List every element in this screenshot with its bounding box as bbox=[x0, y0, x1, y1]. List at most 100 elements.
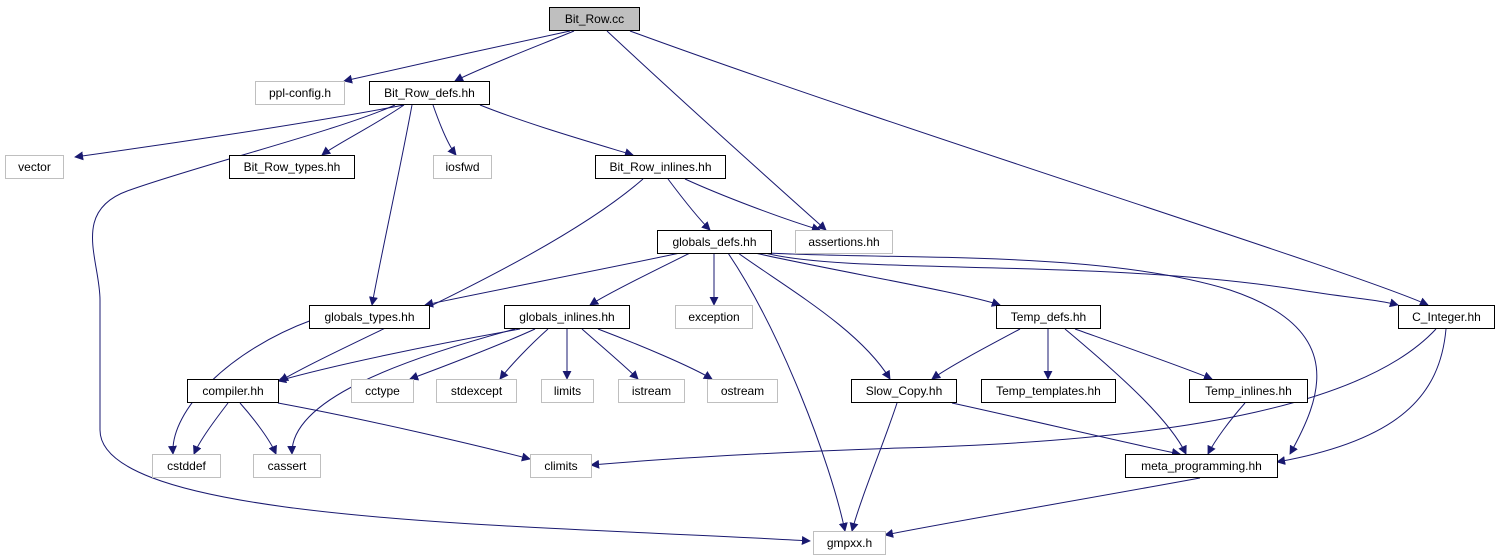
node-box bbox=[229, 155, 355, 179]
node-box bbox=[549, 7, 640, 31]
node-box bbox=[504, 305, 630, 329]
node-stdexcept: stdexcept bbox=[436, 379, 517, 403]
edge-bit-row-defs-hh-to-bit-row-inlines-hh bbox=[479, 104, 634, 157]
edge-c-integer-hh-to-meta-programming-hh bbox=[1276, 328, 1447, 466]
node-label: vector bbox=[18, 160, 51, 174]
node-temp-defs-hh[interactable]: Temp_defs.hh bbox=[996, 305, 1101, 329]
node-label: limits bbox=[554, 384, 581, 398]
node-label: Slow_Copy.hh bbox=[866, 384, 943, 398]
edge-bit-row-cc-to-c-integer-hh bbox=[629, 30, 1429, 306]
node-bit-row-inlines-hh[interactable]: Bit_Row_inlines.hh bbox=[595, 155, 726, 179]
edge-compiler-hh-to-climits bbox=[277, 402, 531, 462]
node-meta-programming-hh[interactable]: meta_programming.hh bbox=[1125, 454, 1278, 478]
node-box bbox=[618, 379, 685, 403]
edge-globals-inlines-hh-to-istream bbox=[581, 328, 639, 380]
edge-compiler-hh-to-cstddef bbox=[193, 402, 229, 455]
node-climits: climits bbox=[530, 454, 592, 478]
edges-layer bbox=[74, 30, 1447, 545]
node-label: cctype bbox=[365, 384, 400, 398]
node-c-integer-hh[interactable]: C_Integer.hh bbox=[1398, 305, 1495, 329]
node-vector: vector bbox=[5, 155, 64, 179]
node-box bbox=[369, 81, 490, 105]
edge-slow-copy-hh-to-meta-programming-hh bbox=[951, 402, 1181, 457]
node-label: Bit_Row.cc bbox=[565, 12, 624, 26]
edge-temp-inlines-hh-to-meta-programming-hh bbox=[1207, 402, 1246, 455]
node-assertions-hh: assertions.hh bbox=[795, 230, 893, 254]
node-bit-row-cc[interactable]: Bit_Row.cc bbox=[549, 7, 640, 31]
edge-bit-row-inlines-hh-to-globals-defs-hh bbox=[667, 178, 711, 231]
node-cctype: cctype bbox=[351, 379, 414, 403]
node-ostream: ostream bbox=[707, 379, 778, 403]
node-gmpxx-h: gmpxx.h bbox=[813, 531, 886, 555]
node-globals-inlines-hh[interactable]: globals_inlines.hh bbox=[504, 305, 630, 329]
node-box bbox=[541, 379, 594, 403]
edge-temp-defs-hh-to-slow-copy-hh bbox=[931, 328, 1021, 380]
edge-globals-defs-hh-to-temp-defs-hh bbox=[754, 252, 1001, 307]
node-temp-templates-hh[interactable]: Temp_templates.hh bbox=[981, 379, 1116, 403]
node-cstddef: cstddef bbox=[152, 454, 221, 478]
node-box bbox=[675, 305, 753, 329]
edge-globals-defs-hh-to-globals-types-hh bbox=[424, 252, 681, 308]
edge-globals-inlines-hh-to-compiler-hh bbox=[277, 328, 521, 384]
node-box bbox=[253, 454, 321, 478]
node-compiler-hh[interactable]: compiler.hh bbox=[187, 379, 279, 403]
node-globals-types-hh[interactable]: globals_types.hh bbox=[309, 305, 430, 329]
edge-bit-row-defs-hh-to-iosfwd bbox=[432, 104, 457, 156]
node-globals-defs-hh[interactable]: globals_defs.hh bbox=[657, 230, 772, 254]
node-bit-row-types-hh[interactable]: Bit_Row_types.hh bbox=[229, 155, 355, 179]
node-box bbox=[436, 379, 517, 403]
node-box bbox=[309, 305, 430, 329]
node-label: istream bbox=[632, 384, 671, 398]
edge-meta-programming-hh-to-gmpxx-h bbox=[884, 477, 1201, 538]
node-label: stdexcept bbox=[451, 384, 503, 398]
node-label: cassert bbox=[268, 459, 307, 473]
edge-compiler-hh-to-cassert bbox=[239, 402, 277, 455]
node-label: cstddef bbox=[167, 459, 206, 473]
node-label: globals_inlines.hh bbox=[519, 310, 614, 324]
node-label: compiler.hh bbox=[202, 384, 263, 398]
node-box bbox=[996, 305, 1101, 329]
node-label: meta_programming.hh bbox=[1141, 459, 1262, 473]
node-label: Temp_defs.hh bbox=[1011, 310, 1086, 324]
node-label: exception bbox=[688, 310, 739, 324]
edge-globals-defs-hh-to-globals-inlines-hh bbox=[589, 252, 691, 306]
edge-bit-row-defs-hh-to-globals-types-hh bbox=[368, 104, 413, 306]
node-label: Bit_Row_types.hh bbox=[244, 160, 341, 174]
edge-bit-row-defs-hh-to-vector bbox=[74, 104, 405, 161]
node-box bbox=[255, 81, 345, 105]
edge-bit-row-inlines-hh-to-compiler-hh bbox=[279, 178, 644, 382]
node-istream: istream bbox=[618, 379, 685, 403]
node-slow-copy-hh[interactable]: Slow_Copy.hh bbox=[851, 379, 957, 403]
edge-bit-row-cc-to-assertions-hh bbox=[606, 30, 827, 231]
edge-globals-inlines-hh-to-stdexcept bbox=[499, 328, 549, 380]
edge-temp-defs-hh-to-meta-programming-hh bbox=[1064, 328, 1187, 455]
node-box bbox=[5, 155, 64, 179]
edge-temp-defs-hh-to-temp-inlines-hh bbox=[1074, 328, 1213, 381]
node-temp-inlines-hh[interactable]: Temp_inlines.hh bbox=[1189, 379, 1308, 403]
edge-slow-copy-hh-to-gmpxx-h bbox=[849, 402, 898, 532]
node-box bbox=[981, 379, 1116, 403]
edge-bit-row-cc-to-bit-row-defs-hh bbox=[454, 30, 575, 82]
node-limits: limits bbox=[541, 379, 594, 403]
node-label: Temp_templates.hh bbox=[996, 384, 1101, 398]
node-label: globals_defs.hh bbox=[672, 235, 756, 249]
node-box bbox=[187, 379, 279, 403]
node-label: Temp_inlines.hh bbox=[1205, 384, 1292, 398]
edge-c-integer-hh-to-climits bbox=[590, 328, 1437, 469]
node-box bbox=[707, 379, 778, 403]
edge-globals-defs-hh-to-gmpxx-h bbox=[727, 252, 848, 532]
node-cassert: cassert bbox=[253, 454, 321, 478]
node-label: assertions.hh bbox=[808, 235, 879, 249]
node-label: climits bbox=[544, 459, 577, 473]
edge-globals-defs-hh-to-c-integer-hh bbox=[764, 252, 1399, 308]
node-box bbox=[1398, 305, 1495, 329]
node-label: ostream bbox=[721, 384, 764, 398]
node-box bbox=[795, 230, 893, 254]
edge-globals-inlines-hh-to-cctype bbox=[409, 328, 536, 381]
edge-globals-inlines-hh-to-ostream bbox=[597, 328, 713, 380]
node-bit-row-defs-hh[interactable]: Bit_Row_defs.hh bbox=[369, 81, 490, 105]
node-label: globals_types.hh bbox=[324, 310, 414, 324]
node-box bbox=[813, 531, 886, 555]
